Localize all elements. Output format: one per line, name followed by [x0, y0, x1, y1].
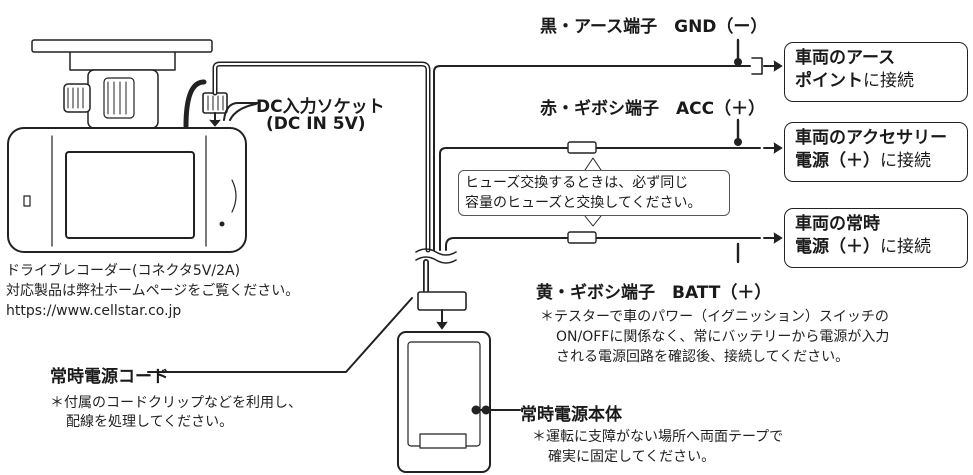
fuse-note-box: ヒューズ交換するときは、必ず同じ 容量のヒューズと交換してください。 — [458, 170, 730, 216]
gnd-box-line2-rest: に接続 — [863, 71, 914, 91]
batt-note-2: ON/OFFに関係なく、常にバッテリーから電源が入力 — [556, 329, 890, 345]
batt-fuse — [567, 231, 597, 244]
wire-acc — [439, 147, 741, 251]
wire-batt — [445, 237, 741, 251]
wire-gnd — [433, 65, 739, 251]
dc-plug — [202, 92, 257, 127]
acc-connect-box: 車両のアクセサリー 電源（＋）に接続 — [784, 122, 968, 182]
batt-terminal — [736, 232, 783, 264]
main-unit — [397, 331, 491, 473]
dc-socket-sublabel: (DC IN 5V) — [266, 114, 366, 134]
cord-leader — [147, 297, 413, 373]
recorder-label: ドライブレコーダー(コネクタ5V/2A) — [6, 263, 241, 279]
recorder-note: 対応製品は弊社ホームページをご覧ください。 — [6, 283, 300, 299]
gnd-box-line1: 車両のアース — [795, 48, 896, 68]
cord-note-2: 配線を処理してください。 — [66, 414, 234, 430]
batt-note-3: される電源回路を確認後、接続してください。 — [556, 349, 850, 365]
gnd-box-line2-bold: ポイント — [795, 71, 863, 91]
fuse-note-line1: ヒューズ交換するときは、必ず同じ — [465, 175, 689, 191]
batt-box-line2-rest: に接続 — [880, 237, 931, 257]
acc-terminal — [734, 118, 783, 154]
batt-terminal-label: 黄・ギボシ端子 BATT（＋） — [536, 283, 772, 303]
batt-note-1: ＊テスターで車のパワー（イグニッション）スイッチの — [540, 309, 889, 325]
gnd-terminal-label: 黒・アース端子 GND（ー） — [540, 17, 768, 37]
power-cord — [183, 61, 431, 253]
drive-recorder — [7, 127, 247, 253]
acc-box-line1: 車両のアクセサリー — [795, 128, 948, 148]
main-unit-note-2: 確実に固定してください。 — [548, 449, 716, 465]
batt-box-line2-bold: 電源（＋） — [795, 237, 880, 257]
connector — [417, 291, 467, 311]
dc-socket-label: DC入力ソケット — [256, 97, 385, 117]
cord-note-1: ＊付属のコードクリップなどを利用し、 — [50, 395, 302, 411]
acc-box-line2-rest: に接続 — [880, 151, 931, 171]
batt-box-line1: 車両の常時 — [795, 214, 880, 234]
main-unit-title: 常時電源本体 — [520, 405, 622, 425]
batt-connect-box: 車両の常時 電源（＋）に接続 — [784, 208, 968, 268]
cord-break — [415, 248, 457, 264]
fuse-note-line2: 容量のヒューズと交換してください。 — [465, 195, 702, 211]
acc-terminal-label: 赤・ギボシ端子 ACC（＋） — [540, 99, 766, 119]
acc-fuse — [567, 141, 597, 154]
main-unit-note-1: ＊運転に支障がない場所へ両面テープで — [532, 429, 784, 445]
cord-title: 常時電源コード — [50, 367, 169, 387]
recorder-url: https://www.cellstar.co.jp — [6, 303, 182, 319]
gnd-connect-box: 車両のアース ポイントに接続 — [784, 42, 968, 102]
windshield-mount — [31, 39, 213, 129]
acc-box-line2-bold: 電源（＋） — [795, 151, 880, 171]
gnd-terminal-lug — [734, 38, 783, 75]
